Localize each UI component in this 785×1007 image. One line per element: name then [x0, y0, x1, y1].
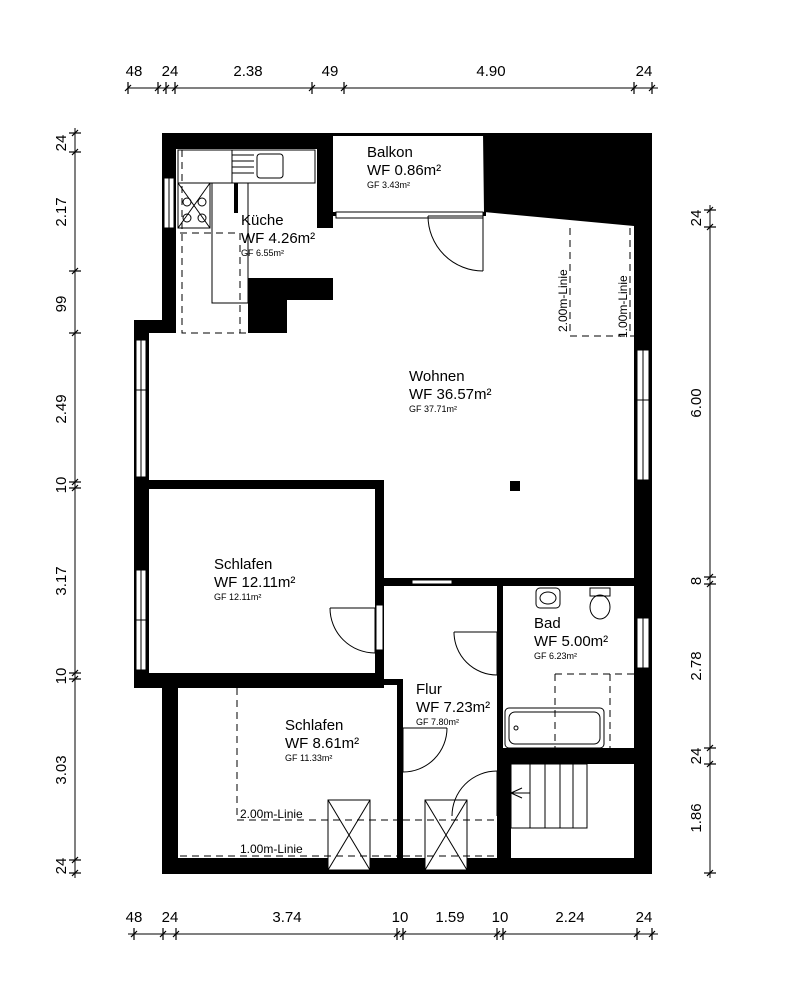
room-wf-bad: WF 5.00m²	[534, 633, 608, 650]
room-gf-schlafen-1: GF 12.11m²	[214, 592, 261, 602]
room-wf-wohnen: WF 36.57m²	[409, 386, 492, 403]
height-line-schlafen-1m: 1.00m-Linie	[240, 842, 303, 856]
room-name-schlafen-2: Schlafen	[285, 717, 343, 734]
staircase	[510, 763, 588, 829]
dim-bottom-2: 24	[162, 909, 179, 926]
room-name-flur: Flur	[416, 681, 442, 698]
dim-bottom-5: 1.59	[435, 909, 464, 926]
room-wf-flur: WF 7.23m²	[416, 699, 490, 716]
room-gf-kueche: GF 6.55m²	[241, 248, 284, 258]
column	[510, 481, 520, 491]
room-balkon: Balkon WF 0.86m² GF 3.43m²	[367, 144, 441, 190]
room-gf-schlafen-2: GF 11.33m²	[285, 753, 332, 763]
room-gf-flur: GF 7.80m²	[416, 717, 459, 727]
dimension-top: 48 24 2.38 49 4.90 24	[124, 63, 658, 94]
room-schlafen-1: Schlafen WF 12.11m² GF 12.11m²	[214, 556, 295, 602]
dim-top-2: 24	[162, 63, 179, 80]
dim-left-4: 2.49	[53, 394, 70, 423]
dim-left-2: 2.17	[53, 197, 70, 226]
room-wf-kueche: WF 4.26m²	[241, 230, 315, 247]
dim-bottom-6: 10	[492, 909, 509, 926]
dim-bottom-4: 10	[392, 909, 409, 926]
dim-top-3: 2.38	[233, 63, 262, 80]
dim-right-3: 8	[688, 577, 705, 585]
room-wf-balkon: WF 0.86m²	[367, 162, 441, 179]
dim-left-7: 10	[53, 668, 70, 685]
dim-left-5: 10	[53, 477, 70, 494]
height-line-wohnen-2m: 2.00m-Linie	[556, 269, 570, 332]
room-gf-wohnen: GF 37.71m²	[409, 404, 457, 414]
room-name-kueche: Küche	[241, 212, 284, 229]
dimension-right: 24 6.00 8 2.78 24 1.86	[688, 205, 716, 878]
dim-left-8: 3.03	[53, 755, 70, 784]
doors	[329, 215, 498, 817]
dim-top-1: 48	[126, 63, 143, 80]
room-wf-schlafen-1: WF 12.11m²	[214, 574, 295, 591]
room-name-bad: Bad	[534, 615, 561, 632]
windows	[135, 177, 650, 871]
room-name-balkon: Balkon	[367, 144, 413, 161]
room-gf-balkon: GF 3.43m²	[367, 180, 410, 190]
room-wohnen: Wohnen WF 36.57m² GF 37.71m²	[409, 368, 492, 414]
room-name-schlafen-1: Schlafen	[214, 556, 272, 573]
dim-left-1: 24	[53, 135, 70, 152]
height-line-wohnen-1m: 1.00m-Linie	[616, 275, 630, 338]
dimension-left: 24 2.17 99 2.49 10 3.17 10 3.03 24	[53, 128, 81, 878]
dim-right-2: 6.00	[688, 388, 705, 417]
dim-right-1: 24	[688, 210, 705, 227]
height-line-schlafen-2m: 2.00m-Linie	[240, 807, 303, 821]
room-flur: Flur WF 7.23m² GF 7.80m²	[416, 681, 490, 727]
dimension-bottom: 48 24 3.74 10 1.59 10 2.24 24	[126, 909, 658, 940]
room-bad: Bad WF 5.00m² GF 6.23m²	[534, 615, 608, 661]
dim-left-6: 3.17	[53, 566, 70, 595]
room-wf-schlafen-2: WF 8.61m²	[285, 735, 359, 752]
room-kueche: Küche WF 4.26m² GF 6.55m²	[241, 212, 315, 258]
height-line-markings	[180, 150, 634, 857]
dim-left-9: 24	[53, 858, 70, 875]
dim-right-6: 1.86	[688, 803, 705, 832]
kitchen-fixtures	[177, 149, 316, 304]
dim-bottom-3: 3.74	[272, 909, 301, 926]
dim-bottom-8: 24	[636, 909, 653, 926]
dim-right-5: 24	[688, 748, 705, 765]
dim-top-6: 24	[636, 63, 653, 80]
room-schlafen-2: Schlafen WF 8.61m² GF 11.33m²	[285, 717, 359, 763]
room-name-wohnen: Wohnen	[409, 368, 465, 385]
dim-right-4: 2.78	[688, 651, 705, 680]
dim-bottom-1: 48	[126, 909, 143, 926]
dim-bottom-7: 2.24	[555, 909, 584, 926]
bath-fixtures	[504, 587, 611, 749]
dim-left-3: 99	[53, 296, 70, 313]
room-gf-bad: GF 6.23m²	[534, 651, 577, 661]
dim-top-4: 49	[322, 63, 339, 80]
dim-top-5: 4.90	[476, 63, 505, 80]
